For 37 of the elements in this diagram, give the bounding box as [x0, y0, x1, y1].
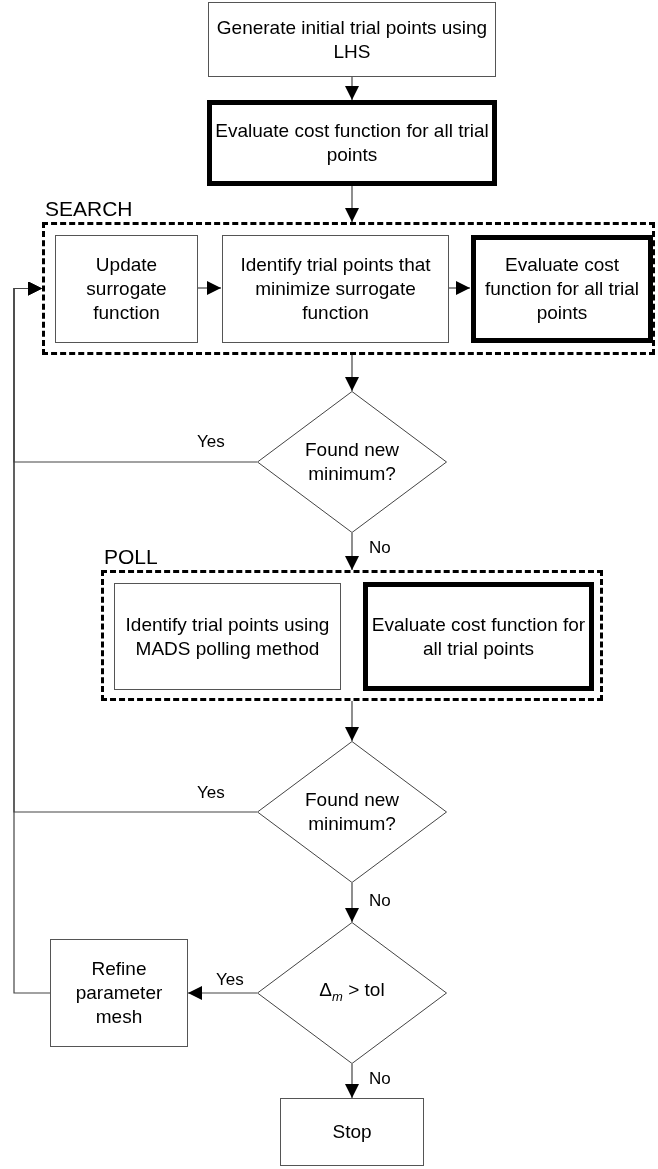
process-box [363, 582, 594, 691]
node-text: Evaluate cost function for all trial points [214, 119, 490, 167]
node-text: Generate initial trial points using LHS [215, 15, 489, 64]
node-text: Identify trial points that minimize surrogate function [239, 253, 432, 325]
process-box [222, 235, 449, 343]
decision-diamond [257, 741, 447, 883]
node-text: Stop [332, 1120, 372, 1144]
node-text: Update surrogate function [85, 253, 168, 325]
arrow [345, 76, 359, 101]
group-heading: SEARCH [45, 196, 133, 222]
node-text: Δ$_{m}$ > tol [319, 977, 385, 1006]
process-box [55, 235, 198, 343]
node-text: Evaluate cost function for all trial points [370, 612, 587, 661]
arrow [345, 1063, 359, 1099]
arrow [345, 882, 359, 923]
arrow [345, 185, 359, 223]
process-box [114, 583, 341, 690]
process-box [280, 1098, 424, 1166]
arrow [196, 281, 222, 295]
group-heading: POLL [104, 544, 158, 570]
process-box [471, 235, 653, 343]
arrow [345, 354, 359, 392]
arrow [187, 986, 258, 1000]
arrow [13, 281, 51, 994]
arrow [447, 281, 471, 295]
node-text: Found new minimum? [304, 788, 400, 836]
node-text: Found new minimum? [304, 438, 400, 486]
node-text: Refine parameter mesh [74, 957, 164, 1029]
arrow [345, 700, 359, 742]
process-box [208, 2, 496, 77]
node-text: Identify trial points using MADS polling method [124, 612, 331, 661]
node-text: Evaluate cost function for all trial points [483, 253, 641, 325]
decision-diamond [257, 922, 447, 1064]
process-box [207, 100, 497, 186]
arrow [345, 532, 359, 571]
decision-diamond [257, 391, 447, 533]
process-box [50, 939, 188, 1047]
